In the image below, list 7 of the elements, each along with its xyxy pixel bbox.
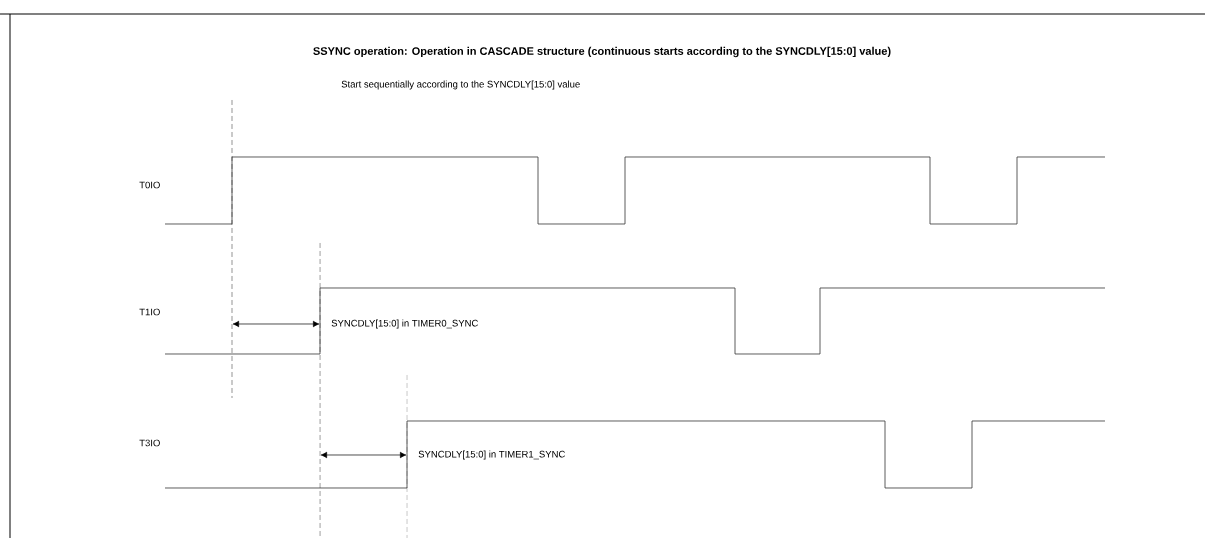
signal-name: T0IO: [139, 181, 160, 189]
heading: SSYNC operation: Operation in CASCADE structure (continuous starts according to the SYNCDLY[15:0] value): [313, 46, 891, 58]
signal-note: Start sequentially according to the SYNCDLY[15:0] value: [341, 80, 580, 90]
signal-name: T1IO: [139, 308, 160, 316]
signal-name: T3IO: [139, 439, 160, 447]
delay-label: SYNCDLY[15:0] in TIMER1_SYNC: [418, 450, 565, 460]
delay-label: SYNCDLY[15:0] in TIMER0_SYNC: [331, 319, 478, 329]
